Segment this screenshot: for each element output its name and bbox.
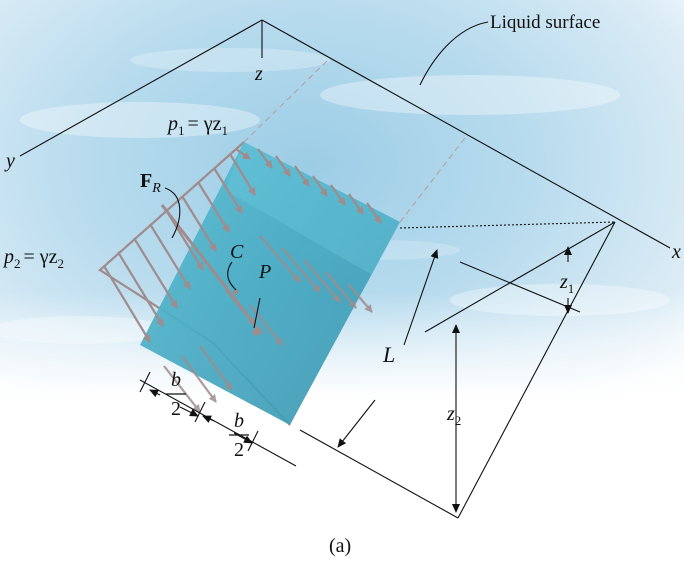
p1-label: p1= γz1	[166, 113, 228, 138]
y-axis	[19, 19, 263, 157]
b2-arrow-left	[202, 415, 215, 423]
z-axis-label: z	[254, 63, 263, 85]
pressure-center-label: P	[258, 261, 271, 283]
z1-label: z1	[559, 271, 574, 296]
b1-arrow-left	[149, 389, 161, 398]
inclined-plane-line	[424, 221, 616, 333]
projection-dash-2	[399, 137, 466, 223]
fr-leader	[164, 187, 181, 239]
l-arrow-up	[403, 249, 439, 346]
svg-text:2: 2	[171, 398, 181, 420]
p2-label: p2= γz2	[2, 246, 64, 271]
plate-highlight	[225, 142, 400, 275]
pressure-center-dot	[252, 328, 260, 336]
b-tick-3	[247, 430, 259, 452]
z2-label: z2	[446, 403, 461, 428]
b-half-fraction-1: b 2	[166, 369, 186, 420]
length-label: L	[382, 342, 395, 367]
y-axis-label: y	[4, 150, 15, 172]
l-arrow-down	[337, 399, 376, 448]
surface-leader	[419, 21, 489, 86]
figure-caption: (a)	[329, 535, 351, 557]
x-axis-label: x	[671, 241, 681, 263]
plane-to-bottom	[457, 221, 616, 519]
bottom-base-line	[299, 429, 459, 519]
centroid-label: C	[230, 241, 244, 263]
b-tick-1	[139, 371, 151, 393]
liquid-surface-label: Liquid surface	[490, 12, 600, 33]
svg-text:2: 2	[234, 439, 244, 461]
b-half-fraction-2: b 2	[229, 410, 249, 461]
slant-guide	[459, 261, 581, 313]
centroid-dot	[233, 289, 239, 295]
svg-text:b: b	[234, 410, 244, 432]
projection-dash-1	[243, 57, 331, 143]
b-tick-2	[194, 401, 206, 423]
b1-arrow-right	[179, 406, 199, 417]
pressure-arrows-top	[235, 148, 382, 224]
c-leader	[227, 261, 237, 291]
svg-text:b: b	[171, 369, 181, 391]
p-leader	[253, 297, 261, 329]
resultant-force-label: FR	[140, 170, 161, 196]
